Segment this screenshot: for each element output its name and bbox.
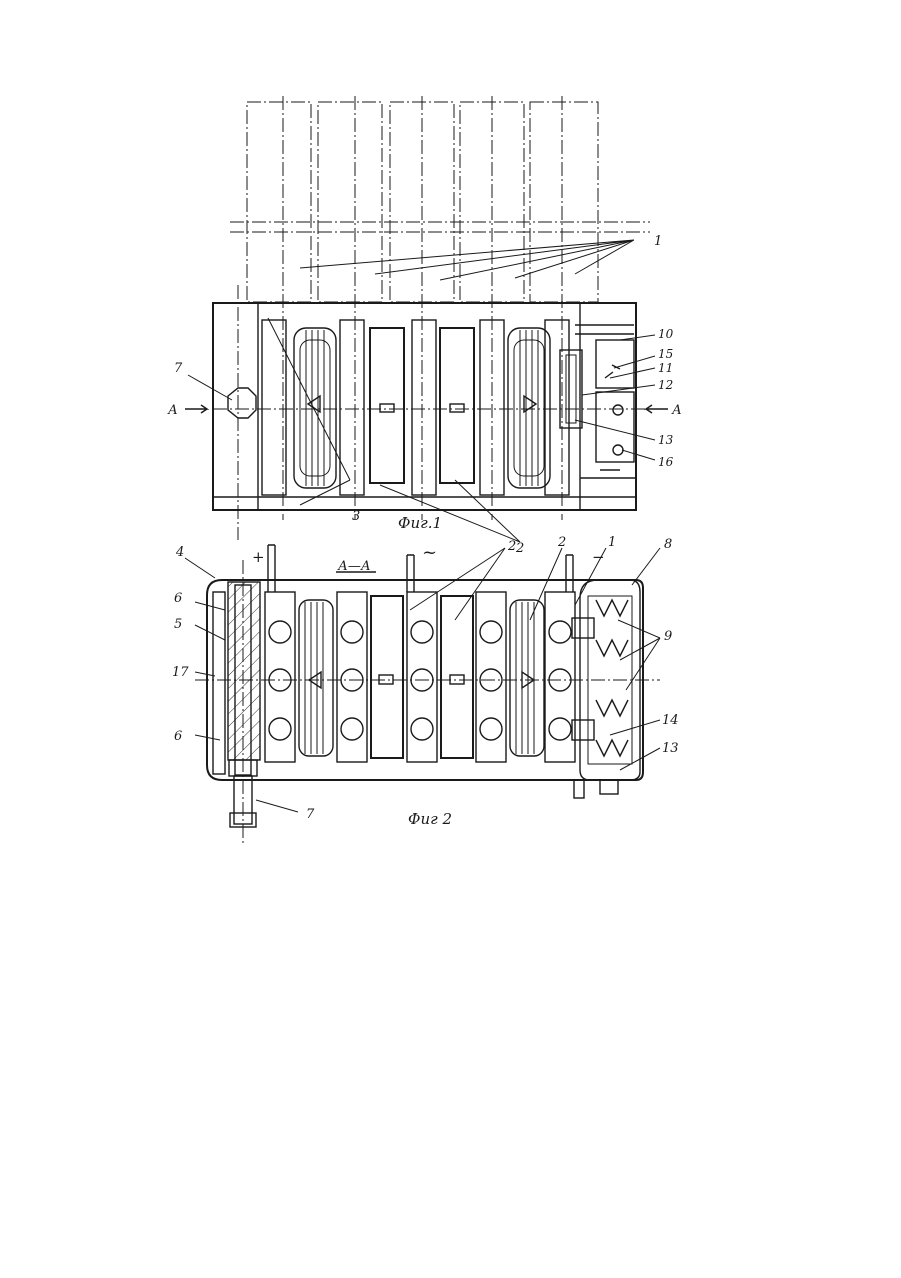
- snubber-housing: [572, 580, 640, 798]
- fig1-callout-15: 15: [658, 347, 673, 361]
- fig2-callout-9: 9: [664, 629, 672, 644]
- nut-icon: [228, 388, 256, 418]
- fig1-caption: Фиг.1: [398, 514, 442, 532]
- fig1-callout-12: 12: [658, 378, 673, 392]
- fig2-callout-2b: 2: [557, 535, 566, 550]
- fig2-callout-17: 17: [172, 665, 189, 680]
- fig2-section-title: А—А: [337, 559, 371, 574]
- fig1-callout-10: 10: [658, 327, 674, 341]
- fig2-callout-14: 14: [662, 713, 679, 728]
- fig2-callout-6a: 6: [174, 591, 182, 606]
- fig2-minus: −: [592, 548, 605, 566]
- ac-symbol: ~: [422, 542, 437, 563]
- fig2-caption: Фиг 2: [408, 810, 452, 828]
- diode-left: [294, 328, 336, 488]
- control-module: [560, 325, 634, 470]
- fig2-plus: +: [252, 548, 265, 566]
- terminal-minus: [566, 555, 573, 592]
- fig2-callout-8: 8: [664, 537, 672, 552]
- fig1-callout-7: 7: [174, 361, 183, 376]
- section-mark-left: А: [167, 403, 178, 418]
- terminal-plus: [268, 545, 275, 592]
- fig1-callout-3: 3: [352, 509, 360, 524]
- section-mark-right: А: [671, 403, 682, 418]
- fig2-callout-6b: 6: [174, 729, 182, 744]
- fig1-callout-13: 13: [658, 433, 674, 447]
- diode-right: [508, 328, 550, 488]
- thyristor-2: [440, 328, 474, 483]
- figure-1: [185, 96, 668, 542]
- fig2-callout-1: 1: [608, 535, 616, 550]
- terminal-ac: [407, 555, 414, 592]
- fig2-callout-2a: 2: [507, 539, 516, 554]
- fig2-callout-13: 13: [662, 741, 679, 756]
- figure-2: [185, 545, 660, 845]
- fig1-callout-2: 2: [515, 541, 524, 556]
- fig1-callout-11: 11: [658, 361, 673, 375]
- fig2-callout-4: 4: [175, 545, 184, 560]
- fig2-callout-7: 7: [306, 807, 315, 822]
- fig1-callout-1: 1: [654, 234, 662, 249]
- fig1-callout-16: 16: [658, 455, 674, 469]
- fig2-callout-5: 5: [174, 617, 182, 632]
- thyristor-1: [370, 328, 404, 483]
